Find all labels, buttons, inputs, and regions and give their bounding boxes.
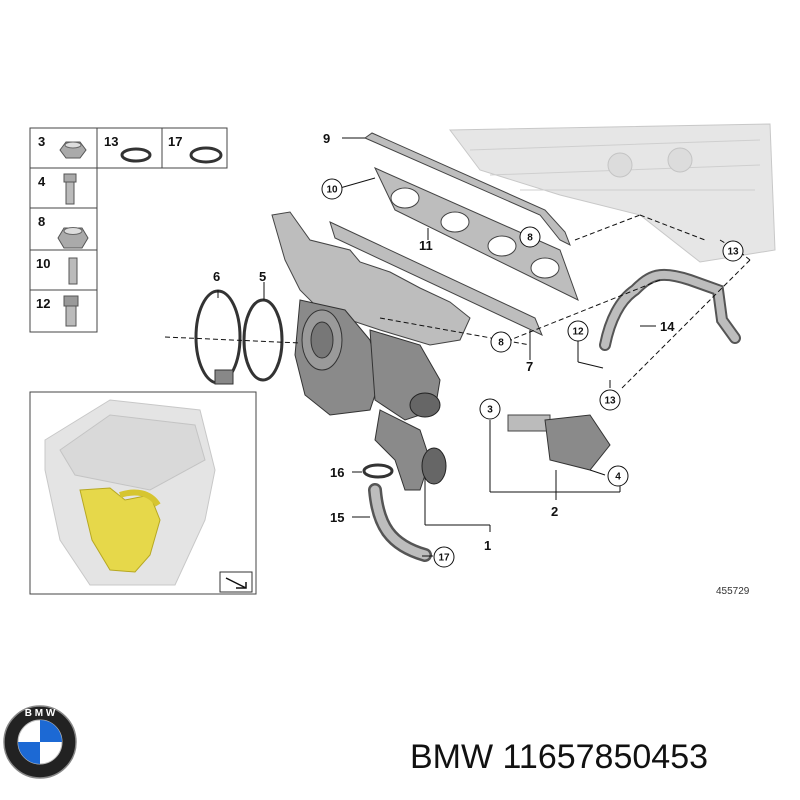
callout-15: 15 xyxy=(330,510,344,525)
callout-13-bottom: 13 xyxy=(604,396,616,407)
callout-16: 16 xyxy=(330,465,344,480)
parts-legend-table: 3 13 17 4 8 10 12 xyxy=(29,127,228,333)
v-band-clamp-6 xyxy=(194,289,242,385)
callout-7: 7 xyxy=(526,359,533,374)
bmw-logo: B M W xyxy=(3,705,77,779)
seal-ring-icon xyxy=(120,147,152,163)
legend-num-10: 10 xyxy=(36,256,50,271)
callout-9: 9 xyxy=(323,131,330,146)
legend-num-8: 8 xyxy=(38,214,45,229)
callout-8-top: 8 xyxy=(527,233,533,244)
turbocharger-assembly xyxy=(271,211,471,491)
legend-num-3: 3 xyxy=(38,134,45,149)
callout-10: 10 xyxy=(326,185,338,196)
callout-11: 11 xyxy=(419,238,433,253)
callout-6: 6 xyxy=(213,269,220,284)
legend-num-4: 4 xyxy=(38,174,46,189)
part-number-caption: BMW 11657850453 xyxy=(410,738,709,776)
bolt-icon xyxy=(63,295,79,327)
diagram-id: 455729 xyxy=(716,586,750,597)
legend-num-13: 13 xyxy=(104,134,118,149)
oil-pipe-14 xyxy=(599,268,741,351)
callouts: 9 10 11 8 6 5 13 14 12 8 7 13 3 4 16 2 1… xyxy=(213,131,744,568)
nut-icon xyxy=(57,227,89,249)
nut-icon xyxy=(59,141,87,159)
bolt-icon xyxy=(63,173,77,205)
legend-num-12: 12 xyxy=(36,296,50,311)
oil-return-pipe-15 xyxy=(362,463,432,562)
engine-location-inset xyxy=(29,391,257,595)
legend-num-17: 17 xyxy=(168,134,182,149)
cylinder-head-ghost xyxy=(449,123,776,263)
callout-5: 5 xyxy=(259,269,266,284)
callout-14: 14 xyxy=(660,319,675,334)
callout-17: 17 xyxy=(438,553,450,564)
callout-13-top: 13 xyxy=(727,247,739,258)
callout-2: 2 xyxy=(551,504,558,519)
callout-12: 12 xyxy=(572,327,584,338)
leader-lines xyxy=(164,137,751,557)
stud-icon xyxy=(68,257,78,285)
callout-8-bottom: 8 xyxy=(498,338,504,349)
bmw-logo-lettering: B M W xyxy=(25,708,56,719)
callout-3: 3 xyxy=(487,405,493,416)
gasket-strip-9 xyxy=(363,132,571,247)
gasket-plate-11 xyxy=(373,166,579,301)
callout-1: 1 xyxy=(484,538,491,553)
seal-ring-icon xyxy=(189,146,223,164)
callout-4: 4 xyxy=(615,472,621,483)
actuator-2 xyxy=(507,414,611,471)
seal-ring-5 xyxy=(242,298,284,382)
gasket-strip-7 xyxy=(329,221,543,336)
